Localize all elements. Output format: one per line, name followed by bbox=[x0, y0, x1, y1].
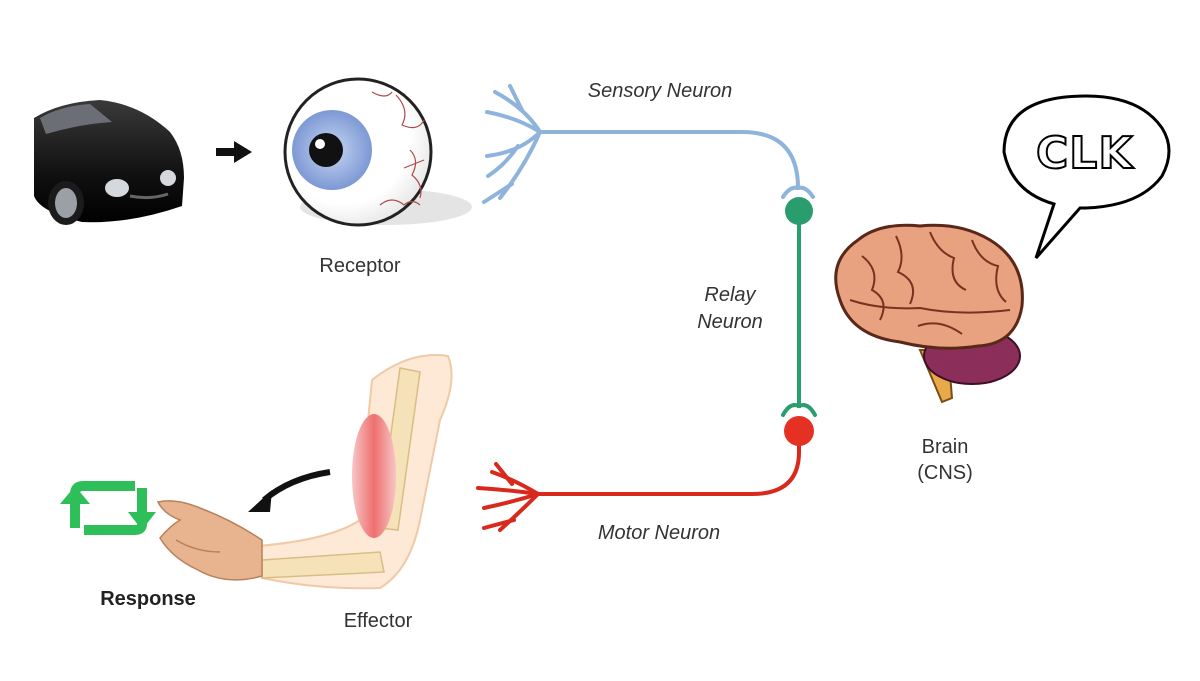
sensory-neuron bbox=[482, 84, 815, 204]
speech-bubble bbox=[1002, 94, 1171, 259]
motor-synapse bbox=[784, 416, 814, 446]
receptor-label: Receptor bbox=[319, 255, 401, 277]
motor-neuron bbox=[476, 430, 801, 532]
eye-image bbox=[283, 77, 472, 227]
repeat-icon-arrow-down bbox=[128, 512, 156, 530]
sensory-neuron-label: Sensory Neuron bbox=[587, 80, 733, 102]
relay-neuron-label-line2: Neuron bbox=[697, 311, 763, 333]
motor-neuron-label: Motor Neuron bbox=[597, 522, 721, 544]
repeat-icon-arrow-up bbox=[60, 486, 90, 504]
curved-arrow-icon bbox=[248, 469, 331, 512]
repeat-icon bbox=[70, 481, 147, 535]
speech-bubble-text: CLK bbox=[1035, 127, 1134, 180]
brain-image bbox=[834, 223, 1024, 404]
car-image bbox=[34, 100, 184, 225]
relay-neuron bbox=[781, 197, 817, 417]
response-label: Response bbox=[100, 588, 196, 610]
relay-neuron-label-line1: Relay bbox=[704, 284, 756, 306]
brain-label-line2: (CNS) bbox=[917, 462, 973, 484]
brain-label-line1: Brain bbox=[921, 436, 969, 458]
hand-image bbox=[156, 500, 263, 581]
arrow-right-icon bbox=[216, 141, 252, 163]
effector-label: Effector bbox=[343, 610, 413, 632]
arm-image bbox=[256, 354, 453, 590]
